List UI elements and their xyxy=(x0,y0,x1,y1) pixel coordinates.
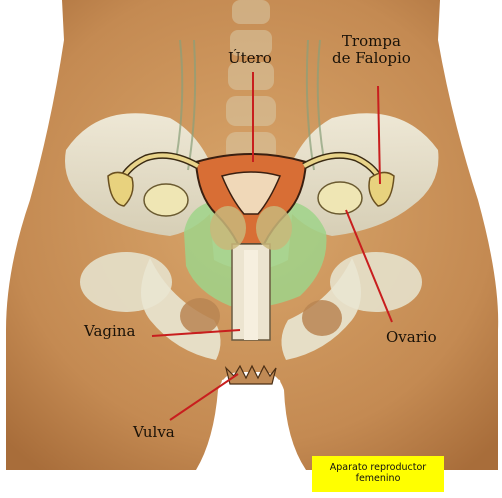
obturator-right xyxy=(302,300,342,336)
ovary-left xyxy=(144,184,188,216)
label-ovario: Ovario xyxy=(386,329,437,346)
caption-box: Aparato reproductor femenino xyxy=(312,456,444,492)
ligament-left xyxy=(210,206,246,250)
ovary-right xyxy=(318,182,362,214)
ligament-right xyxy=(256,206,292,250)
obturator-left xyxy=(180,298,220,334)
label-vagina: Vagina xyxy=(84,323,135,340)
label-vulva: Vulva xyxy=(133,424,175,441)
label-trompa-line1: Trompa xyxy=(332,33,411,50)
label-trompa-line2: de Falopio xyxy=(332,50,411,67)
label-trompa-de-falopio: Trompa de Falopio xyxy=(332,33,411,67)
caption-line1: Aparato reproductor xyxy=(312,462,444,473)
caption-line2: femenino xyxy=(312,473,444,484)
label-utero: Útero xyxy=(228,50,272,67)
vaginal-canal xyxy=(244,250,258,340)
